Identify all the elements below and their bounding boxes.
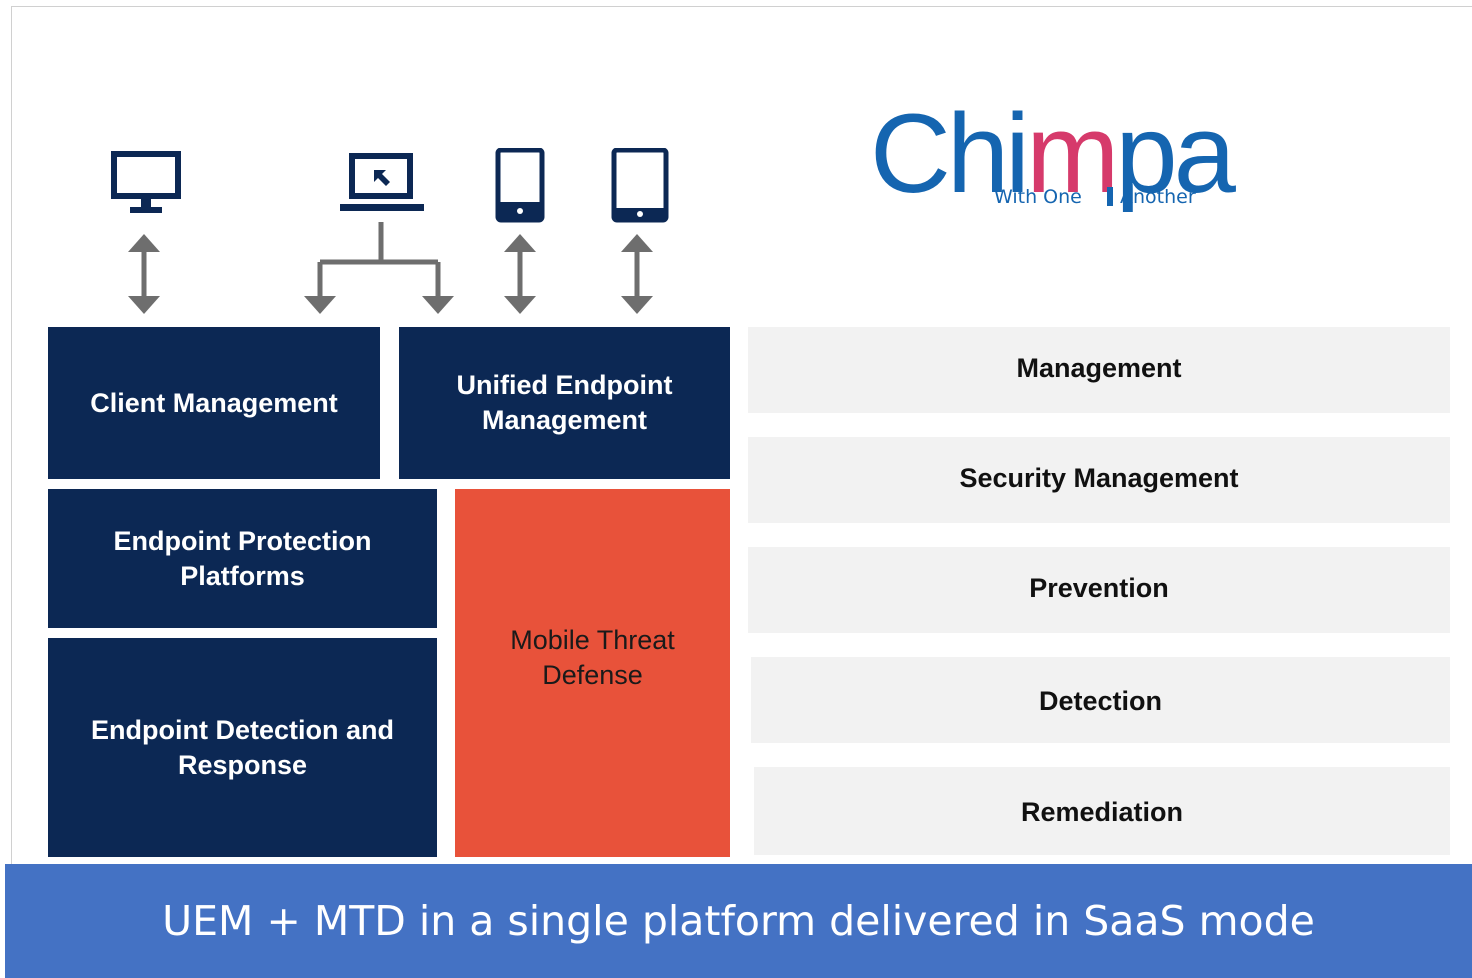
logo-tagline-right: Another <box>1120 186 1196 208</box>
unified-endpoint-management-label: Unified Endpoint Management <box>456 370 673 435</box>
capability-security-management: Security Management <box>748 437 1450 523</box>
capability-label: Remediation <box>1020 796 1184 827</box>
capability-management: Management <box>748 327 1450 413</box>
client-management-label: Client Management <box>90 387 338 418</box>
capability-label: Detection <box>1038 685 1163 716</box>
laptop-icon <box>340 153 424 211</box>
capability-label: Prevention <box>1029 572 1169 603</box>
smartphone-icon <box>495 148 545 223</box>
unified-endpoint-management-block: Unified Endpoint Management <box>399 327 730 479</box>
capability-detection: Detection <box>751 657 1450 743</box>
mobile-threat-defense-block: Mobile Threat Defense <box>455 489 730 857</box>
logo-brand-text: Chimpa <box>870 92 1237 212</box>
client-management-block: Client Management <box>48 327 380 479</box>
endpoint-detection-response-block: Endpoint Detection and Response <box>48 638 437 857</box>
capability-label: Management <box>1016 352 1182 383</box>
capability-remediation: Remediation <box>754 767 1450 855</box>
endpoint-detection-response-label: Endpoint Detection and Response <box>91 714 394 780</box>
tablet-icon <box>611 148 669 223</box>
desktop-monitor-icon <box>111 151 181 213</box>
summary-banner: UEM + MTD in a single platform delivered… <box>5 864 1472 978</box>
mobile-threat-defense-label: Mobile Threat Defense <box>510 625 675 690</box>
summary-banner-text: UEM + MTD in a single platform delivered… <box>162 897 1315 945</box>
endpoint-protection-platforms-label: Endpoint Protection Platforms <box>113 525 372 591</box>
capability-prevention: Prevention <box>748 547 1450 633</box>
logo-tagline-left: With One <box>994 186 1082 208</box>
diagram-frame <box>11 6 1472 866</box>
endpoint-protection-platforms-block: Endpoint Protection Platforms <box>48 489 437 628</box>
capability-label: Security Management <box>959 462 1239 493</box>
connection-arrows <box>128 222 653 314</box>
chimpa-logo: Chimpa With One Another <box>870 92 1240 212</box>
